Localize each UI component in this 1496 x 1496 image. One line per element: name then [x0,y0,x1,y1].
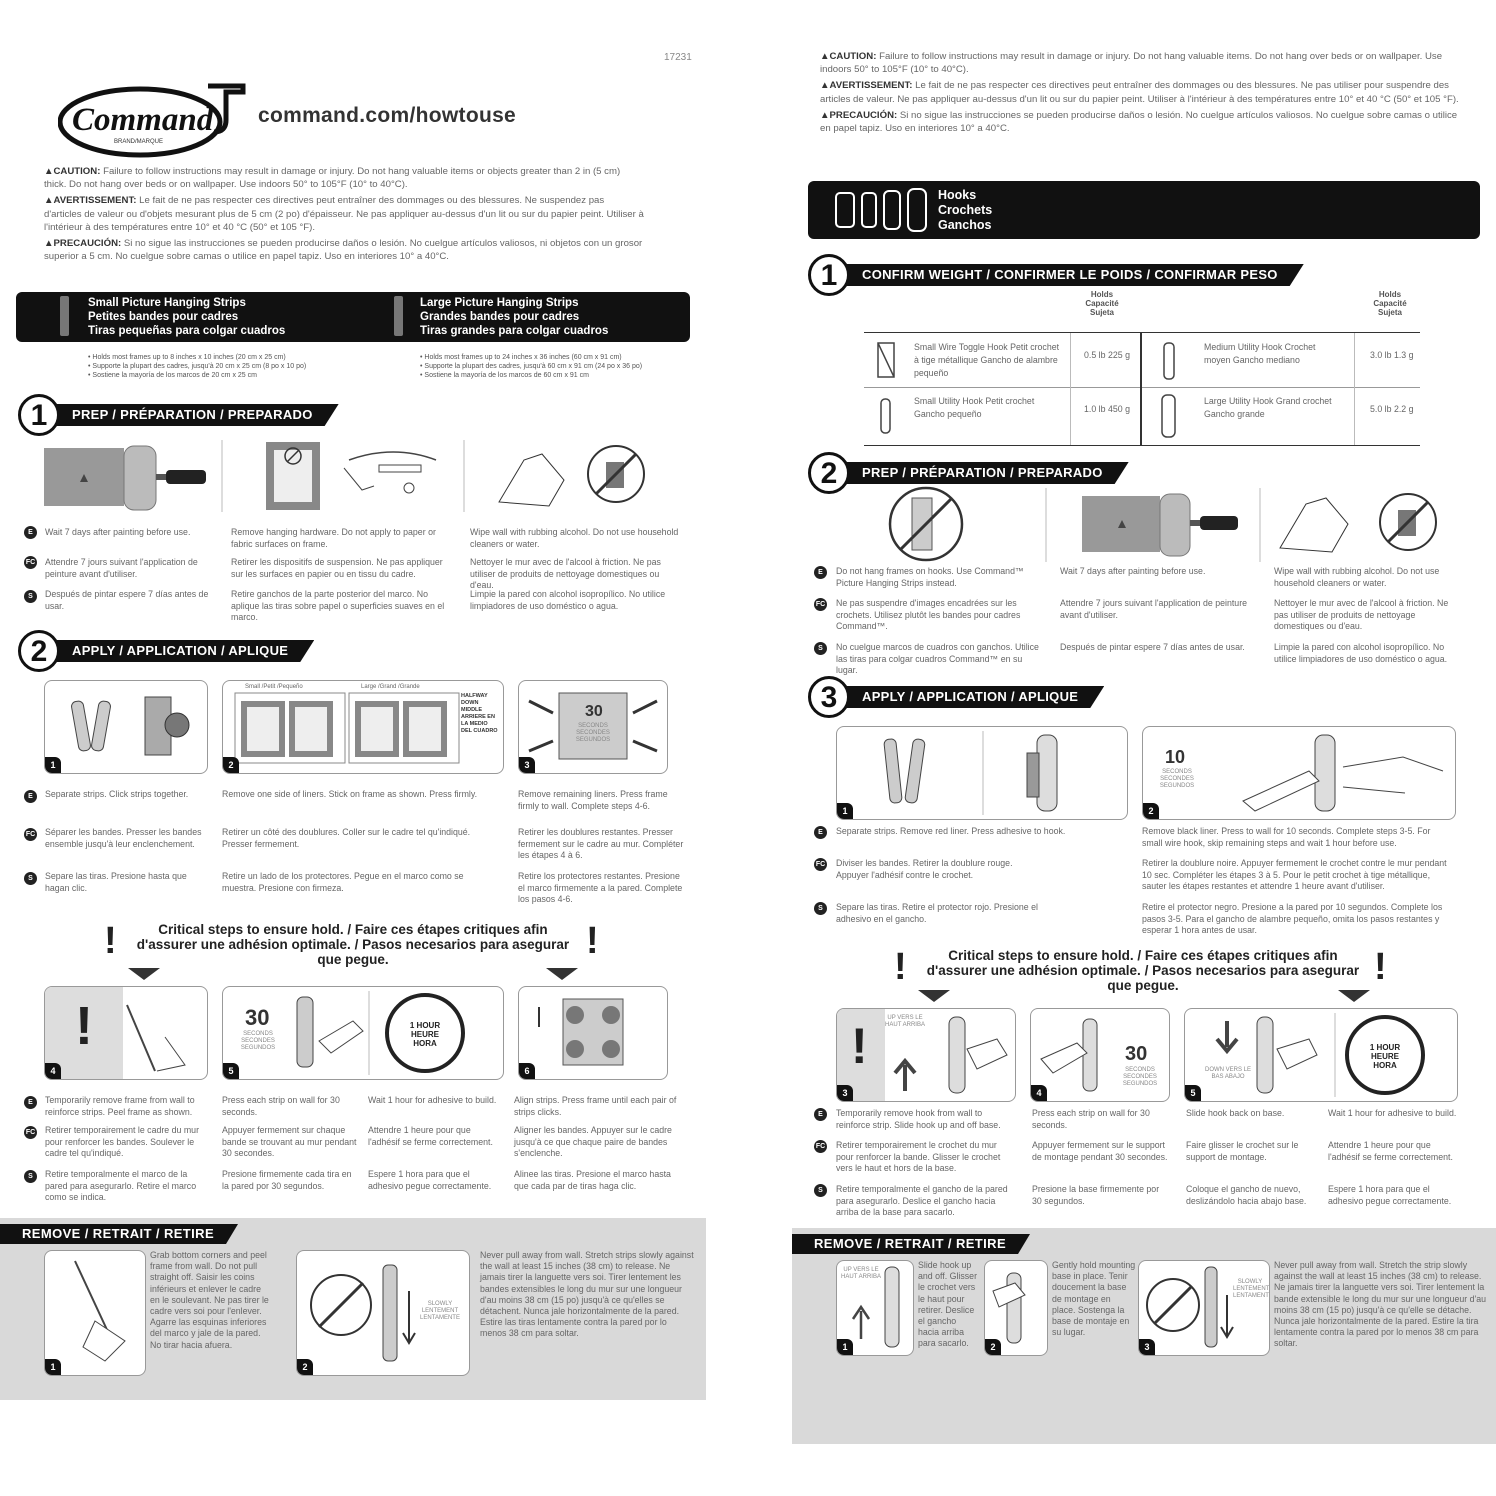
arrow-down-icon [546,968,578,980]
large-hook-icon [1161,394,1176,438]
left-panel: 17231 Command BRAND/MARQUE command.com/h… [0,0,710,1496]
large-strip-icon [394,296,403,336]
apply-box-3: 30 SECONDS SECONDES SEGUNDOS 3 [518,680,668,774]
lang-fr-icon: FC [24,828,37,841]
lang-es-icon: S [814,642,827,655]
bullets-large: • Holds most frames up to 24 inches x 36… [420,354,643,379]
remove-section: REMOVE / RETRAIT / RETIRE 1 Grab bottom … [0,1218,706,1400]
lang-en-icon: E [24,1096,37,1109]
medium-hook-icon [1163,342,1175,380]
hooks-icon [835,188,927,232]
warnings: ▲CAUTION: Failure to follow instructions… [820,51,1459,135]
exclamation-icon: ! [894,946,907,988]
lang-en-icon: E [24,526,37,539]
reference-number: 17231 [664,52,692,63]
lang-fr-icon: FC [24,1126,37,1139]
critical-box-4: 30 SECONDS SECONDES SEGUNDOS 4 [1030,1008,1170,1102]
lang-fr-icon: FC [814,598,827,611]
wire-toggle-hook-icon [877,342,895,378]
arrow-down-icon [918,990,950,1002]
lang-fr-icon: FC [814,858,827,871]
svg-text:Command: Command [72,102,214,138]
apply-box-1: 1 [44,680,208,774]
apply-box-1: 1 [836,726,1128,820]
critical-box-5: DOWN VERS LE BAS ABAJO 1 HOUR HEURE HORA… [1184,1008,1458,1102]
lang-es-icon: S [24,872,37,885]
warnings: ▲CAUTION: Failure to follow instructions… [44,166,644,263]
arrow-down-icon [1338,990,1370,1002]
svg-text:BRAND/MARQUE: BRAND/MARQUE [114,139,163,145]
exclamation-icon: ! [1374,946,1387,988]
warning-icon [80,474,88,482]
howto-url[interactable]: command.com/howtouse [258,104,517,127]
lang-en-icon: E [814,826,827,839]
lang-en-icon: E [814,566,827,579]
lang-en-icon: E [24,790,37,803]
remove-box-2: 2 [984,1260,1048,1356]
apply-box-2: Small /Petit /Pequeño Large /Grand /Gran… [222,680,504,774]
lang-es-icon: S [24,1170,37,1183]
product-bar: Small Picture Hanging Strips Petites ban… [16,292,690,342]
lang-fr-icon: FC [814,1140,827,1153]
remove-box-1: 1 [44,1250,146,1376]
critical-steps-note: Critical steps to ensure hold. / Faire c… [136,922,570,967]
critical-steps-note: Critical steps to ensure hold. / Faire c… [926,948,1360,993]
prep-illustrations [888,486,1437,562]
right-panel: ▲CAUTION: Failure to follow instructions… [790,0,1496,1496]
remove-box-1: UP VERS LE HAUT ARRIBA 1 [836,1260,914,1356]
critical-box-6: 6 [518,986,668,1080]
lang-es-icon: S [24,590,37,603]
lang-es-icon: S [814,1184,827,1197]
exclamation-icon: ! [104,920,117,962]
lang-fr-icon: FC [24,556,37,569]
lang-en-icon: E [814,1108,827,1121]
critical-box-5: 30 SECONDS SECONDES SEGUNDOS 1 HOUR HEUR… [222,986,504,1080]
small-strip-icon [60,296,69,336]
remove-box-2: SLOWLY LENTEMENT LENTAMENTE 2 [296,1250,470,1376]
arrow-down-icon [128,968,160,980]
bullets-small: • Holds most frames up to 8 inches x 10 … [88,354,307,379]
weight-table: Small Wire Toggle Hook Petit crochet à t… [864,332,1420,446]
critical-box-3: ! UP VERS LE HAUT ARRIBA 3 [836,1008,1016,1102]
small-utility-hook-icon [880,398,891,434]
command-logo: Command BRAND/MARQUE [58,83,246,158]
exclamation-icon: ! [586,920,599,962]
critical-box-4: ! 4 [44,986,208,1080]
remove-box-3: SLOWLY LENTEMENT LENTAMENTE 3 [1138,1260,1270,1356]
remove-section: REMOVE / RETRAIT / RETIRE UP VERS LE HAU… [792,1228,1496,1444]
lang-es-icon: S [814,902,827,915]
apply-box-2: 10 SECONDS SECONDES SEGUNDOS 2 [1142,726,1456,820]
hooks-bar: Hooks Crochets Ganchos [808,181,1480,239]
prep-illustrations [44,440,645,512]
